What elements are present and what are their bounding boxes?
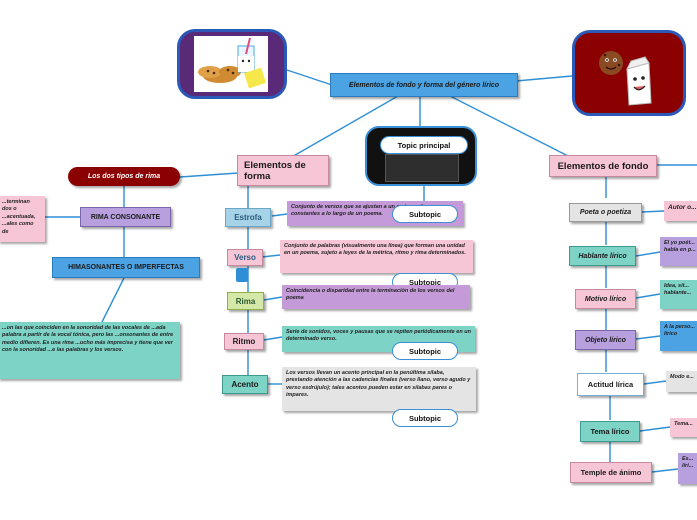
rima-asonante-desc: ...on las que coinciden en la sonoridad … xyxy=(0,322,180,379)
hablante-desc-text: El yo poét... habla en p... xyxy=(664,240,696,254)
fondo-item-objeto[interactable]: Objeto lírico xyxy=(575,330,636,350)
ritmo-desc-text: Serie de sonidos, voces y pausas que se … xyxy=(286,329,471,343)
temple-desc-text: Es... líri... xyxy=(682,456,694,470)
central-topic[interactable]: Elementos de fondo y forma del género lí… xyxy=(330,73,518,97)
subtopic-ritmo-label: Subtopic xyxy=(408,346,442,356)
fondo-item-temple[interactable]: Temple de ánimo xyxy=(570,462,652,483)
rima-types-node[interactable]: Los dos tipos de rima xyxy=(68,167,180,186)
milk-cookie-image-right xyxy=(572,30,686,116)
subtopic-verso-label: Subtopic xyxy=(408,277,442,287)
cookies-milk-icon xyxy=(194,36,268,92)
fondo-item-poeta-label: Poeta o poetiza xyxy=(579,209,632,216)
fondo-item-hablante[interactable]: Hablante lírico xyxy=(569,246,636,266)
subtopic-acento-label: Subtopic xyxy=(408,413,442,423)
forma-item-ritmo-label: Ritmo xyxy=(232,337,256,346)
estrofa-desc-text: Conjunto de versos que se ajustan a un m… xyxy=(291,204,432,218)
objeto-desc-text: A la perso... lírico xyxy=(664,324,695,338)
poeta-desc-text: Autor o... xyxy=(668,204,697,211)
rima-desc: Coincidencia o disparidad entre la termi… xyxy=(282,285,470,309)
subtopic-estrofa-label: Subtopic xyxy=(408,209,442,219)
rima-desc-text: Coincidencia o disparidad entre la termi… xyxy=(286,288,455,302)
forma-item-estrofa[interactable]: Estrofa xyxy=(225,208,271,227)
actitud-desc: Modo e... xyxy=(666,371,697,392)
fondo-item-hablante-label: Hablante lírico xyxy=(578,252,627,260)
central-topic-label: Elementos de fondo y forma del género lí… xyxy=(348,81,500,89)
rima-asonante-node[interactable]: HIMASONANTES O IMPERFECTAS xyxy=(52,257,200,278)
tema-desc-text: Tema... xyxy=(674,421,693,427)
topic-principal-label: Topic principal xyxy=(397,140,451,150)
forma-item-estrofa-label: Estrofa xyxy=(234,213,262,222)
hablante-desc: El yo poét... habla en p... xyxy=(660,237,697,266)
verso-desc: Conjunto de palabras (visualmente una lí… xyxy=(280,240,473,273)
rima-consonante-node[interactable]: RIMA CONSONANTE xyxy=(80,207,171,227)
forma-item-rima[interactable]: Rima xyxy=(227,292,264,310)
motivo-desc-text: Idea, sit... hablante... xyxy=(664,283,692,297)
subtopic-ritmo[interactable]: Subtopic xyxy=(392,342,458,360)
tema-desc: Tema... xyxy=(670,418,697,437)
subtopic-acento[interactable]: Subtopic xyxy=(392,409,458,427)
fondo-item-motivo[interactable]: Motivo lírico xyxy=(575,289,636,309)
temple-desc: Es... líri... xyxy=(678,453,697,484)
ritmo-desc: Serie de sonidos, voces y pausas que se … xyxy=(282,326,475,352)
fondo-item-temple-label: Temple de ánimo xyxy=(580,468,642,477)
actitud-desc-text: Modo e... xyxy=(670,374,694,380)
milk-cookies-image-left xyxy=(177,29,287,99)
forma-item-ritmo[interactable]: Ritmo xyxy=(224,333,264,350)
fondo-item-poeta[interactable]: Poeta o poetiza xyxy=(569,203,642,222)
forma-title: Elementos de forma xyxy=(244,159,306,182)
rima-consonante-desc-text: ...terminan dos o ...acentuada, ...ales … xyxy=(2,199,36,235)
topic-principal-button[interactable]: Topic principal xyxy=(380,136,468,154)
fondo-item-actitud[interactable]: Actitud lírica xyxy=(577,373,644,396)
poeta-desc: Autor o... xyxy=(664,201,697,221)
subtopic-estrofa[interactable]: Subtopic xyxy=(392,205,458,223)
forma-branch[interactable]: Elementos de forma xyxy=(237,155,329,186)
cookie-milk-friends-icon xyxy=(599,51,652,106)
rima-consonante-desc: ...terminan dos o ...acentuada, ...ales … xyxy=(0,196,45,242)
topic-principal-frame xyxy=(365,126,477,186)
rima-asonante-label: HIMASONANTES O IMPERFECTAS xyxy=(68,264,184,271)
topic-principal-placeholder-icon xyxy=(385,154,459,182)
rima-consonante-label: RIMA CONSONANTE xyxy=(90,213,161,221)
forma-item-verso-label: Verso xyxy=(234,253,256,262)
verso-connector-square xyxy=(236,268,248,282)
forma-item-rima-label: Rima xyxy=(235,296,256,306)
rima-asonante-desc-text: ...on las que coinciden en la sonoridad … xyxy=(2,325,174,354)
fondo-item-tema[interactable]: Tema lírico xyxy=(580,421,640,442)
acento-desc: Los versos llevan un acento principal en… xyxy=(282,367,476,411)
rima-types-title: Los dos tipos de rima xyxy=(87,173,161,180)
fondo-item-objeto-label: Objeto lírico xyxy=(585,336,626,344)
acento-desc-text: Los versos llevan un acento principal en… xyxy=(286,370,471,399)
fondo-item-motivo-label: Motivo lírico xyxy=(584,295,627,303)
objeto-desc: A la perso... lírico xyxy=(660,321,697,351)
fondo-item-tema-label: Tema lírico xyxy=(590,427,630,436)
forma-item-verso[interactable]: Verso xyxy=(227,249,263,266)
fondo-branch[interactable]: Elementos de fondo xyxy=(549,155,657,177)
forma-item-acento[interactable]: Acento xyxy=(222,375,268,394)
forma-item-acento-label: Acento xyxy=(231,380,259,389)
verso-desc-text: Conjunto de palabras (visualmente una lí… xyxy=(284,243,466,257)
fondo-item-actitud-label: Actitud lírica xyxy=(587,380,634,389)
motivo-desc: Idea, sit... hablante... xyxy=(660,280,697,309)
fondo-title: Elementos de fondo xyxy=(557,160,649,172)
